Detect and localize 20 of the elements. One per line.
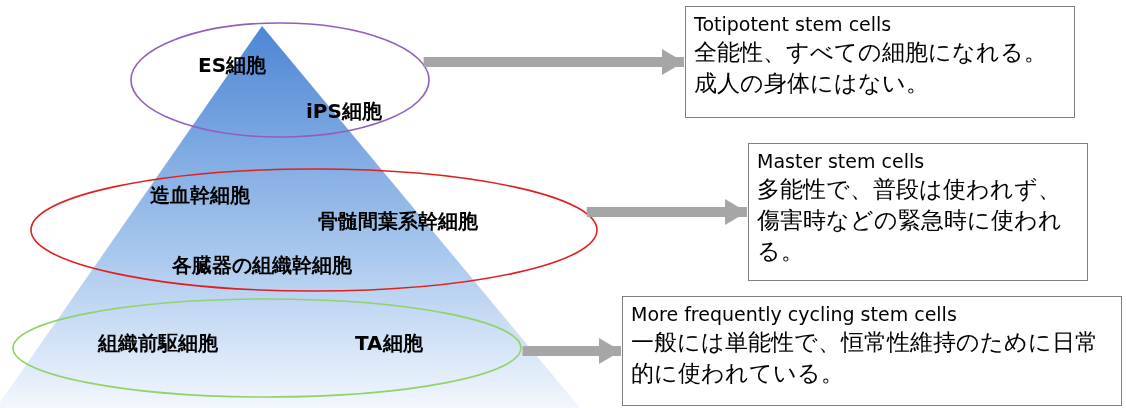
arrow bbox=[423, 49, 684, 75]
cell-type-label: 各臓器の組織幹細胞 bbox=[172, 252, 352, 279]
cell-type-label: 骨髄間葉系幹細胞 bbox=[318, 208, 478, 235]
ellipse-region bbox=[30, 168, 598, 292]
box-heading: Master stem cells bbox=[757, 149, 926, 174]
ellipse-region bbox=[12, 298, 522, 398]
box-description: 多能性で、普段は使われず、傷害時などの緊急時に使われる。 bbox=[757, 175, 1063, 266]
arrow bbox=[522, 338, 621, 364]
box-description: 一般には単能性で、恒常性維持のために日常的に使われている。 bbox=[631, 328, 1099, 388]
ellipse-region bbox=[130, 22, 430, 138]
cell-type-label: 組織前駆細胞 bbox=[98, 330, 218, 357]
cell-type-label: TA細胞 bbox=[355, 330, 423, 357]
arrow bbox=[586, 199, 747, 225]
box-heading: More frequently cycling stem cells bbox=[631, 302, 958, 327]
box-description: 全能性、すべての細胞になれる。成人の身体にはない。 bbox=[694, 38, 1048, 98]
box-heading: Totipotent stem cells bbox=[694, 12, 893, 37]
description-box bbox=[622, 296, 1122, 406]
description-box bbox=[685, 6, 1075, 118]
cell-type-label: 造血幹細胞 bbox=[150, 182, 250, 209]
description-box bbox=[748, 143, 1088, 281]
